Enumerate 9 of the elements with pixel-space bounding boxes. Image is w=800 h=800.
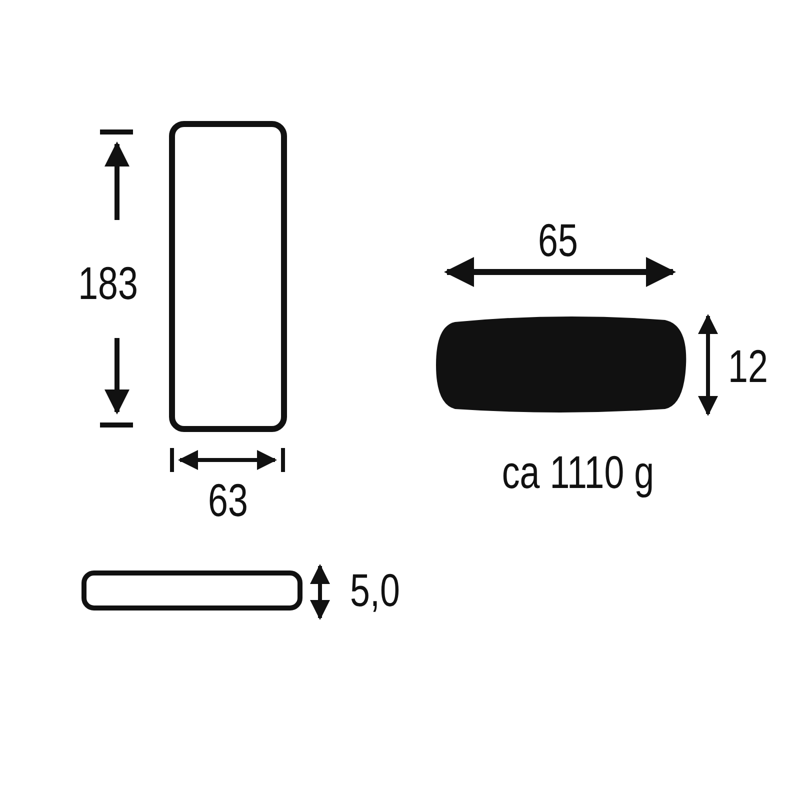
dimension-label: 65 [538,217,578,263]
dimension-label: 183 [78,260,138,306]
mat-side-view [82,570,302,610]
dimension-label: 5,0 [350,567,400,613]
mat-top-view [169,121,287,432]
dimension-label: 63 [208,477,248,523]
rolled-mat [436,316,686,412]
dimension-label: 12 [728,343,768,389]
weight-label: ca 1110 g [502,449,654,495]
